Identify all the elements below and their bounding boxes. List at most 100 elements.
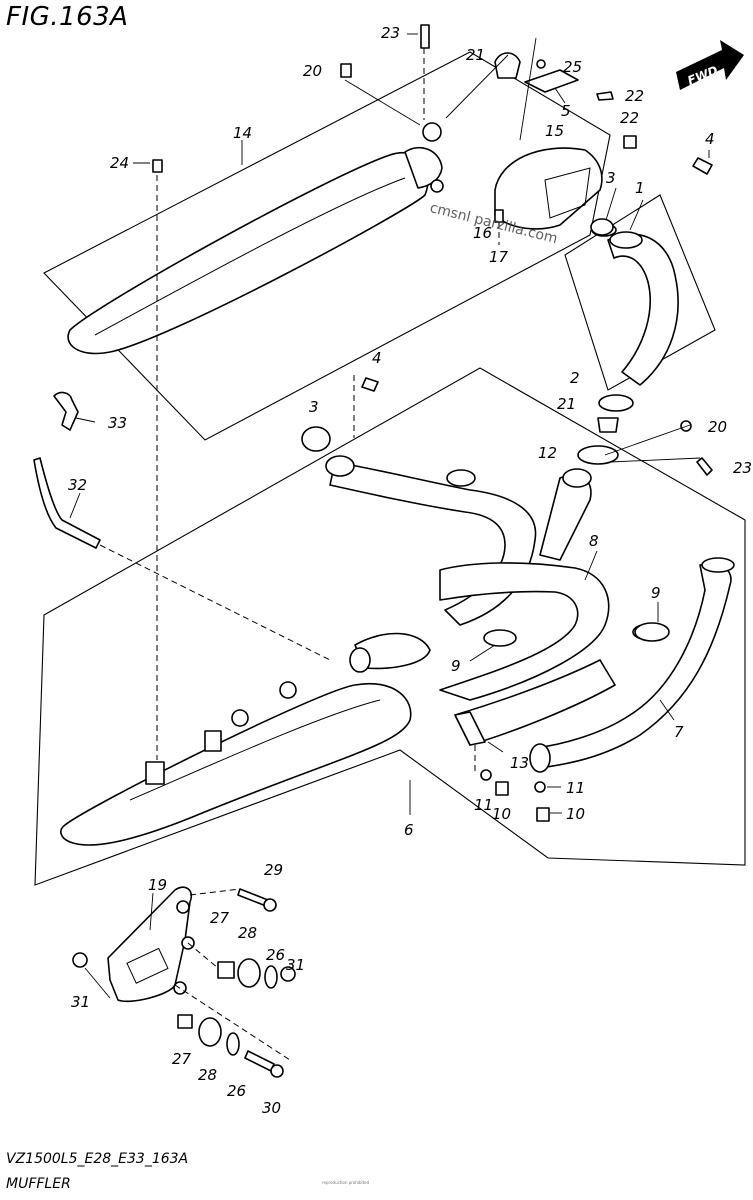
bolt-10-right xyxy=(536,807,550,822)
figure-title: FIG.163A xyxy=(6,2,129,32)
bolt-4-mid xyxy=(361,377,379,392)
washer-26-lower xyxy=(226,1032,240,1056)
sensor-32 xyxy=(33,457,101,549)
nut-22-upper xyxy=(596,91,614,101)
callout-33: 33 xyxy=(108,414,127,432)
callout-11-left: 11 xyxy=(474,796,493,814)
clamp-9-right xyxy=(634,622,670,642)
gasket-21-lower xyxy=(597,417,619,433)
washer-11-left xyxy=(480,769,492,781)
lower-muffler xyxy=(60,629,517,846)
diagram-code: VZ1500L5_E28_E33_163A xyxy=(6,1151,189,1167)
callout-7: 7 xyxy=(674,723,684,741)
align-line-upper-bracket xyxy=(189,888,241,896)
callout-labels: 1 2 3 3 4 4 5 6 7 8 9 9 10 10 11 11 12 1… xyxy=(68,24,752,1117)
bolt-10-left xyxy=(495,781,509,796)
bolt-25 xyxy=(536,59,546,69)
callout-4-upper: 4 xyxy=(705,130,715,148)
washer-26-upper xyxy=(264,965,278,989)
bolt-29-head xyxy=(263,898,277,912)
nut-31-left xyxy=(72,952,88,968)
callout-28-lower: 28 xyxy=(198,1066,217,1084)
callout-23-right: 23 xyxy=(733,459,752,477)
callout-28-upper: 28 xyxy=(238,924,257,942)
callout-6: 6 xyxy=(404,821,414,839)
callout-22-upper: 22 xyxy=(625,87,644,105)
callout-29: 29 xyxy=(264,861,283,879)
callout-20-upper: 20 xyxy=(303,62,322,80)
callout-3-upper: 3 xyxy=(606,169,616,187)
cushion-28-lower xyxy=(198,1017,222,1047)
bolt-23-right xyxy=(696,457,713,476)
callout-11-right: 11 xyxy=(566,779,585,797)
callout-21-lower: 21 xyxy=(557,395,576,413)
pipe1-frame xyxy=(564,194,716,391)
callout-12: 12 xyxy=(538,444,557,462)
upper-muffler xyxy=(67,122,444,355)
callout-23-top: 23 xyxy=(381,24,400,42)
callout-16: 16 xyxy=(473,224,492,242)
bolt-4-upper xyxy=(692,157,713,175)
callout-31-right: 31 xyxy=(286,956,305,974)
collar-27-lower xyxy=(177,1014,193,1029)
cap-20-left xyxy=(340,63,352,78)
bolt-16 xyxy=(494,209,504,223)
callout-19: 19 xyxy=(148,876,167,894)
collar-27-upper xyxy=(217,961,235,979)
align-line-bracket xyxy=(174,984,291,1061)
lower-muffler-frame xyxy=(34,367,746,886)
callout-21-upper: 21 xyxy=(466,46,485,64)
callout-15: 15 xyxy=(545,122,564,140)
bolt-24 xyxy=(152,159,163,173)
callout-25: 25 xyxy=(563,58,582,76)
align-line-lower-bracket xyxy=(187,942,219,969)
fine-print: reproduction prohibited xyxy=(322,1180,370,1185)
align-line-32 xyxy=(99,544,331,661)
callout-8: 8 xyxy=(589,532,599,550)
cushion-28-upper xyxy=(237,958,261,988)
callout-3-lower: 3 xyxy=(309,398,319,416)
callout-1: 1 xyxy=(635,179,645,197)
nut-22-lower xyxy=(623,135,637,149)
bracket-19 xyxy=(107,886,195,1003)
clip-33 xyxy=(53,391,79,431)
washer-11-right xyxy=(534,781,546,793)
callout-22-lower: 22 xyxy=(620,109,639,127)
gasket-3-upper xyxy=(590,218,614,236)
exhaust-pipe-1 xyxy=(591,223,679,412)
callout-32: 32 xyxy=(68,476,87,494)
callout-9-left: 9 xyxy=(451,657,461,675)
callout-24: 24 xyxy=(110,154,129,172)
callout-10-right: 10 xyxy=(566,805,585,823)
callout-2: 2 xyxy=(570,369,580,387)
callout-4-mid: 4 xyxy=(372,349,382,367)
callout-26-lower: 26 xyxy=(227,1082,246,1100)
callout-31-left: 31 xyxy=(71,993,90,1011)
protector-13 xyxy=(454,711,486,746)
leader-lines xyxy=(69,33,710,999)
forward-arrow-icon: FWD xyxy=(676,40,744,90)
callout-13: 13 xyxy=(510,754,529,772)
callout-26-upper: 26 xyxy=(266,946,285,964)
callout-14: 14 xyxy=(233,124,252,142)
diagram-name: MUFFLER xyxy=(6,1176,71,1192)
callout-17: 17 xyxy=(489,248,509,266)
bolt-30 xyxy=(244,1050,275,1072)
callout-27-upper: 27 xyxy=(210,909,230,927)
callout-30: 30 xyxy=(262,1099,281,1117)
clamp-12 xyxy=(577,445,619,465)
gasket-21-upper xyxy=(494,52,521,79)
callout-5: 5 xyxy=(561,102,571,120)
bolt-23-top xyxy=(420,24,430,49)
callout-10-left: 10 xyxy=(492,805,511,823)
callout-27-lower: 27 xyxy=(172,1050,192,1068)
callout-9-right: 9 xyxy=(651,584,661,602)
nut-31-right xyxy=(280,966,296,982)
gasket-3-lower xyxy=(301,426,331,452)
exhaust-pipe-assembly xyxy=(325,455,616,746)
callout-20-right: 20 xyxy=(708,418,727,436)
heat-shield-15 xyxy=(494,69,603,230)
bolt-30-head xyxy=(270,1064,284,1078)
